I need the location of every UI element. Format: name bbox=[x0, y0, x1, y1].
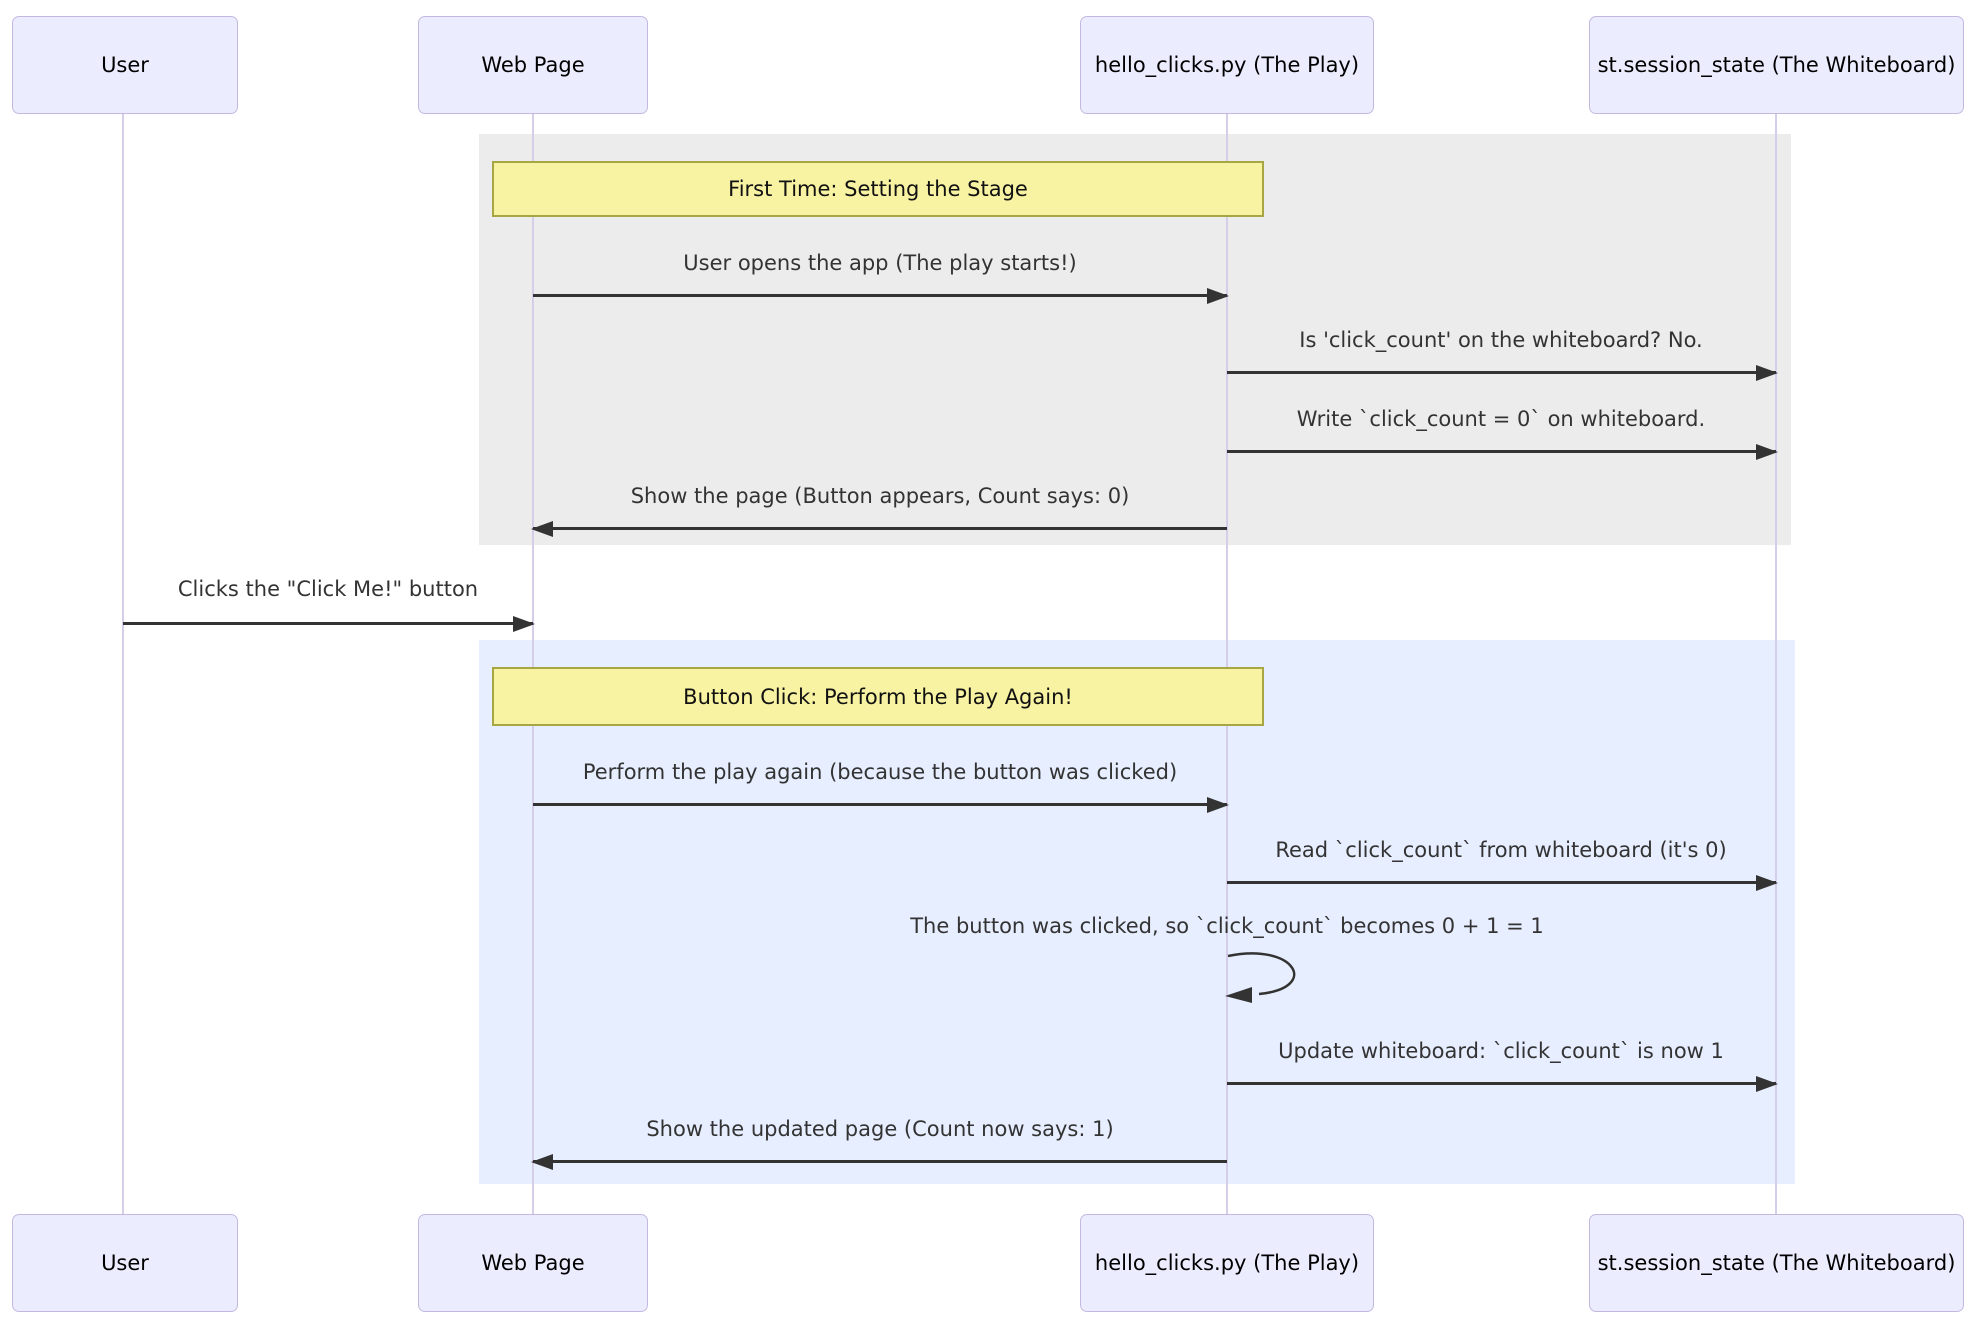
actor-top-web-page: Web Page bbox=[418, 16, 648, 114]
arrowhead-right-icon bbox=[1207, 287, 1229, 304]
message-perform-play-again: Perform the play again (because the butt… bbox=[582, 760, 1178, 784]
message-update-whiteboard: Update whiteboard: `click_count` is now … bbox=[1278, 1039, 1724, 1063]
actor-top-user: User bbox=[12, 16, 238, 114]
message-show-updated-page: Show the updated page (Count now says: 1… bbox=[646, 1117, 1114, 1141]
lifeline-session-state bbox=[1775, 114, 1777, 1214]
arrow-show-updated-page bbox=[531, 1153, 1227, 1170]
arrowhead-right-icon bbox=[1756, 1075, 1778, 1092]
arrow-is-click-count bbox=[1227, 364, 1778, 381]
section-button-click-background bbox=[479, 640, 1795, 1184]
actor-bottom-hello-clicks: hello_clicks.py (The Play) bbox=[1080, 1214, 1374, 1312]
actor-top-session-state: st.session_state (The Whiteboard) bbox=[1589, 16, 1964, 114]
note-label: First Time: Setting the Stage bbox=[728, 177, 1028, 201]
arrowhead-left-icon bbox=[531, 1153, 553, 1170]
actor-label: hello_clicks.py (The Play) bbox=[1094, 1251, 1360, 1275]
message-show-the-page: Show the page (Button appears, Count say… bbox=[630, 484, 1130, 508]
self-loop-arrow bbox=[1225, 952, 1296, 1003]
arrow-clicks-button bbox=[123, 615, 535, 632]
message-user-opens-app: User opens the app (The play starts!) bbox=[683, 251, 1077, 275]
arrow-user-opens-app bbox=[533, 287, 1229, 304]
self-loop-curve bbox=[1227, 952, 1296, 996]
note-button-click-perform-again: Button Click: Perform the Play Again! bbox=[492, 667, 1264, 726]
message-clicks-button: Clicks the "Click Me!" button bbox=[177, 577, 479, 601]
arrowhead-right-icon bbox=[1207, 796, 1229, 813]
message-read-click-count: Read `click_count` from whiteboard (it's… bbox=[1275, 838, 1727, 862]
actor-bottom-web-page: Web Page bbox=[418, 1214, 648, 1312]
arrowhead-right-icon bbox=[1756, 364, 1778, 381]
actor-top-hello-clicks: hello_clicks.py (The Play) bbox=[1080, 16, 1374, 114]
actor-bottom-user: User bbox=[12, 1214, 238, 1312]
actor-label: User bbox=[101, 53, 149, 77]
actor-label: st.session_state (The Whiteboard) bbox=[1597, 53, 1956, 77]
note-first-time-setting-the-stage: First Time: Setting the Stage bbox=[492, 161, 1264, 217]
message-write-click-count: Write `click_count = 0` on whiteboard. bbox=[1296, 407, 1706, 431]
actor-label: Web Page bbox=[481, 1251, 585, 1275]
actor-label: Web Page bbox=[481, 53, 585, 77]
arrowhead-left-icon bbox=[1225, 987, 1252, 1003]
actor-label: User bbox=[101, 1251, 149, 1275]
note-label: Button Click: Perform the Play Again! bbox=[683, 684, 1073, 709]
actor-label: st.session_state (The Whiteboard) bbox=[1597, 1251, 1956, 1275]
arrow-write-click-count bbox=[1227, 443, 1778, 460]
actor-label: hello_clicks.py (The Play) bbox=[1094, 53, 1360, 77]
arrowhead-left-icon bbox=[531, 520, 553, 537]
arrow-perform-play-again bbox=[533, 796, 1229, 813]
arrowhead-right-icon bbox=[1756, 874, 1778, 891]
lifeline-hello-clicks bbox=[1226, 114, 1228, 1214]
arrow-read-click-count bbox=[1227, 874, 1778, 891]
lifeline-user bbox=[122, 114, 124, 1214]
actor-bottom-session-state: st.session_state (The Whiteboard) bbox=[1589, 1214, 1964, 1312]
message-is-click-count: Is 'click_count' on the whiteboard? No. bbox=[1299, 328, 1703, 352]
arrowhead-right-icon bbox=[1756, 443, 1778, 460]
arrow-show-the-page bbox=[531, 520, 1227, 537]
arrowhead-right-icon bbox=[513, 615, 535, 632]
lifeline-web-page bbox=[532, 114, 534, 1214]
arrow-update-whiteboard bbox=[1227, 1075, 1778, 1092]
message-button-was-clicked: The button was clicked, so `click_count`… bbox=[910, 914, 1544, 938]
